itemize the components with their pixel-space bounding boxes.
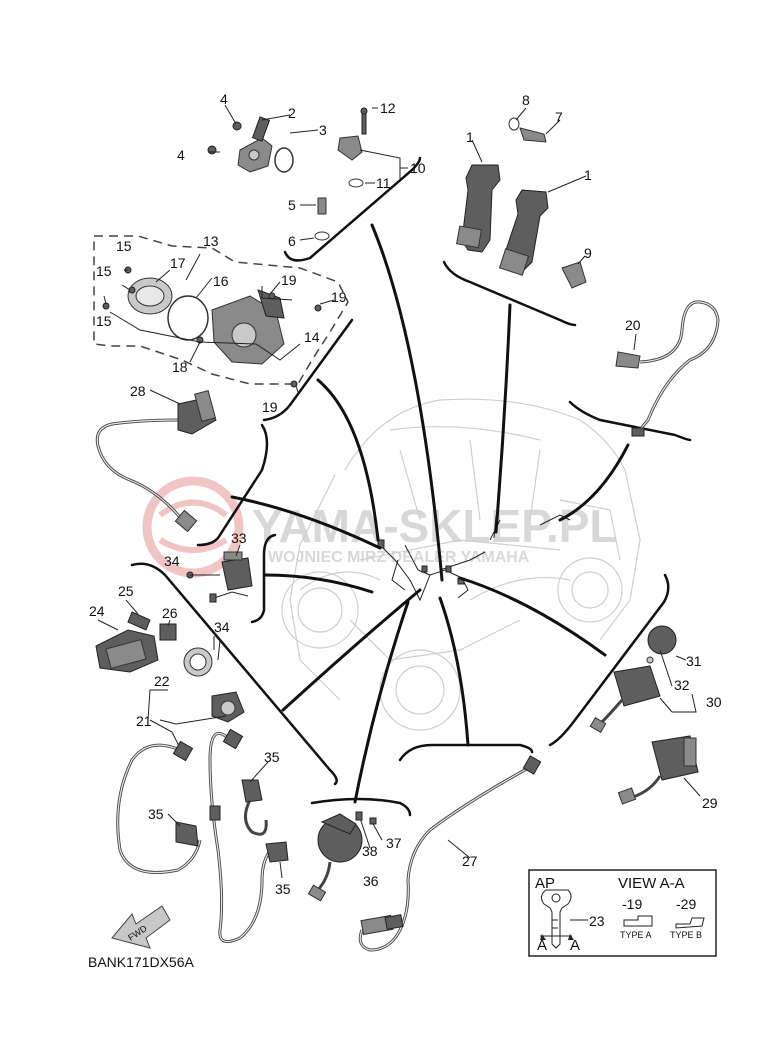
callout-35c: 35 xyxy=(275,881,291,897)
callout-9: 9 xyxy=(584,245,592,261)
callout-16: 16 xyxy=(213,273,229,289)
callout-13: 13 xyxy=(203,233,219,249)
callout-19b: 19 xyxy=(331,289,347,305)
type-b-label: TYPE B xyxy=(670,930,702,940)
watermark-sub: WOJNIEC MIRZ DEALER YAMAHA xyxy=(268,549,530,566)
group-brackets xyxy=(130,156,692,817)
view-title: VIEW A-A xyxy=(618,875,685,892)
callout-25: 25 xyxy=(118,583,134,599)
type-a-label: TYPE A xyxy=(620,930,652,940)
part-sensor-2 xyxy=(207,104,319,173)
callout-24: 24 xyxy=(89,603,105,619)
part-switch-24 xyxy=(95,599,177,673)
leader-lines xyxy=(230,223,630,804)
callout-36: 36 xyxy=(363,873,379,889)
watermark: YAMA-SKLEP.PL WOJNIEC MIRZ DEALER YAMAHA xyxy=(142,476,618,578)
callout-33: 33 xyxy=(231,530,247,546)
callout-19c: 19 xyxy=(262,399,278,415)
part-throttle-group xyxy=(93,235,349,393)
part-relay-33 xyxy=(186,544,253,603)
callout-34b: 34 xyxy=(214,619,230,635)
ap-label: AP xyxy=(535,875,555,892)
section-a-left: A xyxy=(537,937,547,954)
callout-1: 1 xyxy=(466,129,474,145)
part-ignition-coil xyxy=(456,139,587,276)
callout-8: 8 xyxy=(522,92,530,108)
callout-3: 3 xyxy=(319,122,327,138)
key-icon xyxy=(540,889,574,949)
callout-35b: 35 xyxy=(148,806,164,822)
part-sensor-10 xyxy=(337,107,408,188)
part-sensor-7 xyxy=(508,107,561,143)
part-harness-35 xyxy=(116,728,289,944)
callout-29: 29 xyxy=(702,795,718,811)
ref-29: -29 xyxy=(676,896,696,912)
part-relay-29 xyxy=(617,735,701,805)
section-a-right: A xyxy=(570,937,580,954)
callout-21: 21 xyxy=(136,713,152,729)
key-callout-23: 23 xyxy=(589,913,605,929)
part-o2-sensor xyxy=(615,300,720,437)
callout-14: 14 xyxy=(304,329,320,345)
fwd-arrow-icon: FWD xyxy=(111,905,171,949)
callout-17: 17 xyxy=(170,255,186,271)
part-sensor-28 xyxy=(95,389,217,533)
callout-6: 6 xyxy=(288,233,296,249)
callout-19: 19 xyxy=(281,272,297,288)
callout-10: 10 xyxy=(410,160,426,176)
callout-5: 5 xyxy=(288,197,296,213)
diagram-code: BANK171DX56A xyxy=(88,954,195,970)
callout-1b: 1 xyxy=(584,167,592,183)
callout-27: 27 xyxy=(462,853,478,869)
callout-32: 32 xyxy=(674,677,690,693)
part-horn-36 xyxy=(307,811,383,902)
callout-11: 11 xyxy=(376,175,391,191)
callout-26: 26 xyxy=(162,605,178,621)
callout-7: 7 xyxy=(555,109,563,125)
callout-34: 34 xyxy=(164,553,180,569)
callout-31: 31 xyxy=(686,653,702,669)
callout-4: 4 xyxy=(220,91,228,107)
part-bolt-5 xyxy=(299,197,330,241)
callout-2: 2 xyxy=(288,105,296,121)
part-sensor-9 xyxy=(561,255,587,289)
callout-22: 22 xyxy=(154,673,170,689)
callout-37: 37 xyxy=(386,835,402,851)
callout-15: 15 xyxy=(116,238,132,254)
callout-12: 12 xyxy=(380,100,396,116)
callout-35: 35 xyxy=(264,749,280,765)
ref-19: -19 xyxy=(622,896,642,912)
view-aa-inset: AP VIEW A-A 23 A A -19 -29 TYPE A TYPE B xyxy=(528,869,717,957)
callout-28: 28 xyxy=(130,383,146,399)
callout-20: 20 xyxy=(625,317,641,333)
callout-30: 30 xyxy=(706,694,722,710)
callout-18: 18 xyxy=(172,359,188,375)
callout-38: 38 xyxy=(362,843,378,859)
part-relay-30 xyxy=(589,625,697,734)
part-ignition-switch xyxy=(147,636,245,753)
part-sensor-27 xyxy=(358,755,542,952)
callout-15b: 15 xyxy=(96,263,112,279)
vehicle-outline xyxy=(281,398,641,731)
callout-4b: 4 xyxy=(177,147,185,163)
callout-labels: 1 1 2 3 4 4 5 6 7 8 9 10 11 12 13 14 15 … xyxy=(89,91,722,897)
callout-15c: 15 xyxy=(96,313,112,329)
